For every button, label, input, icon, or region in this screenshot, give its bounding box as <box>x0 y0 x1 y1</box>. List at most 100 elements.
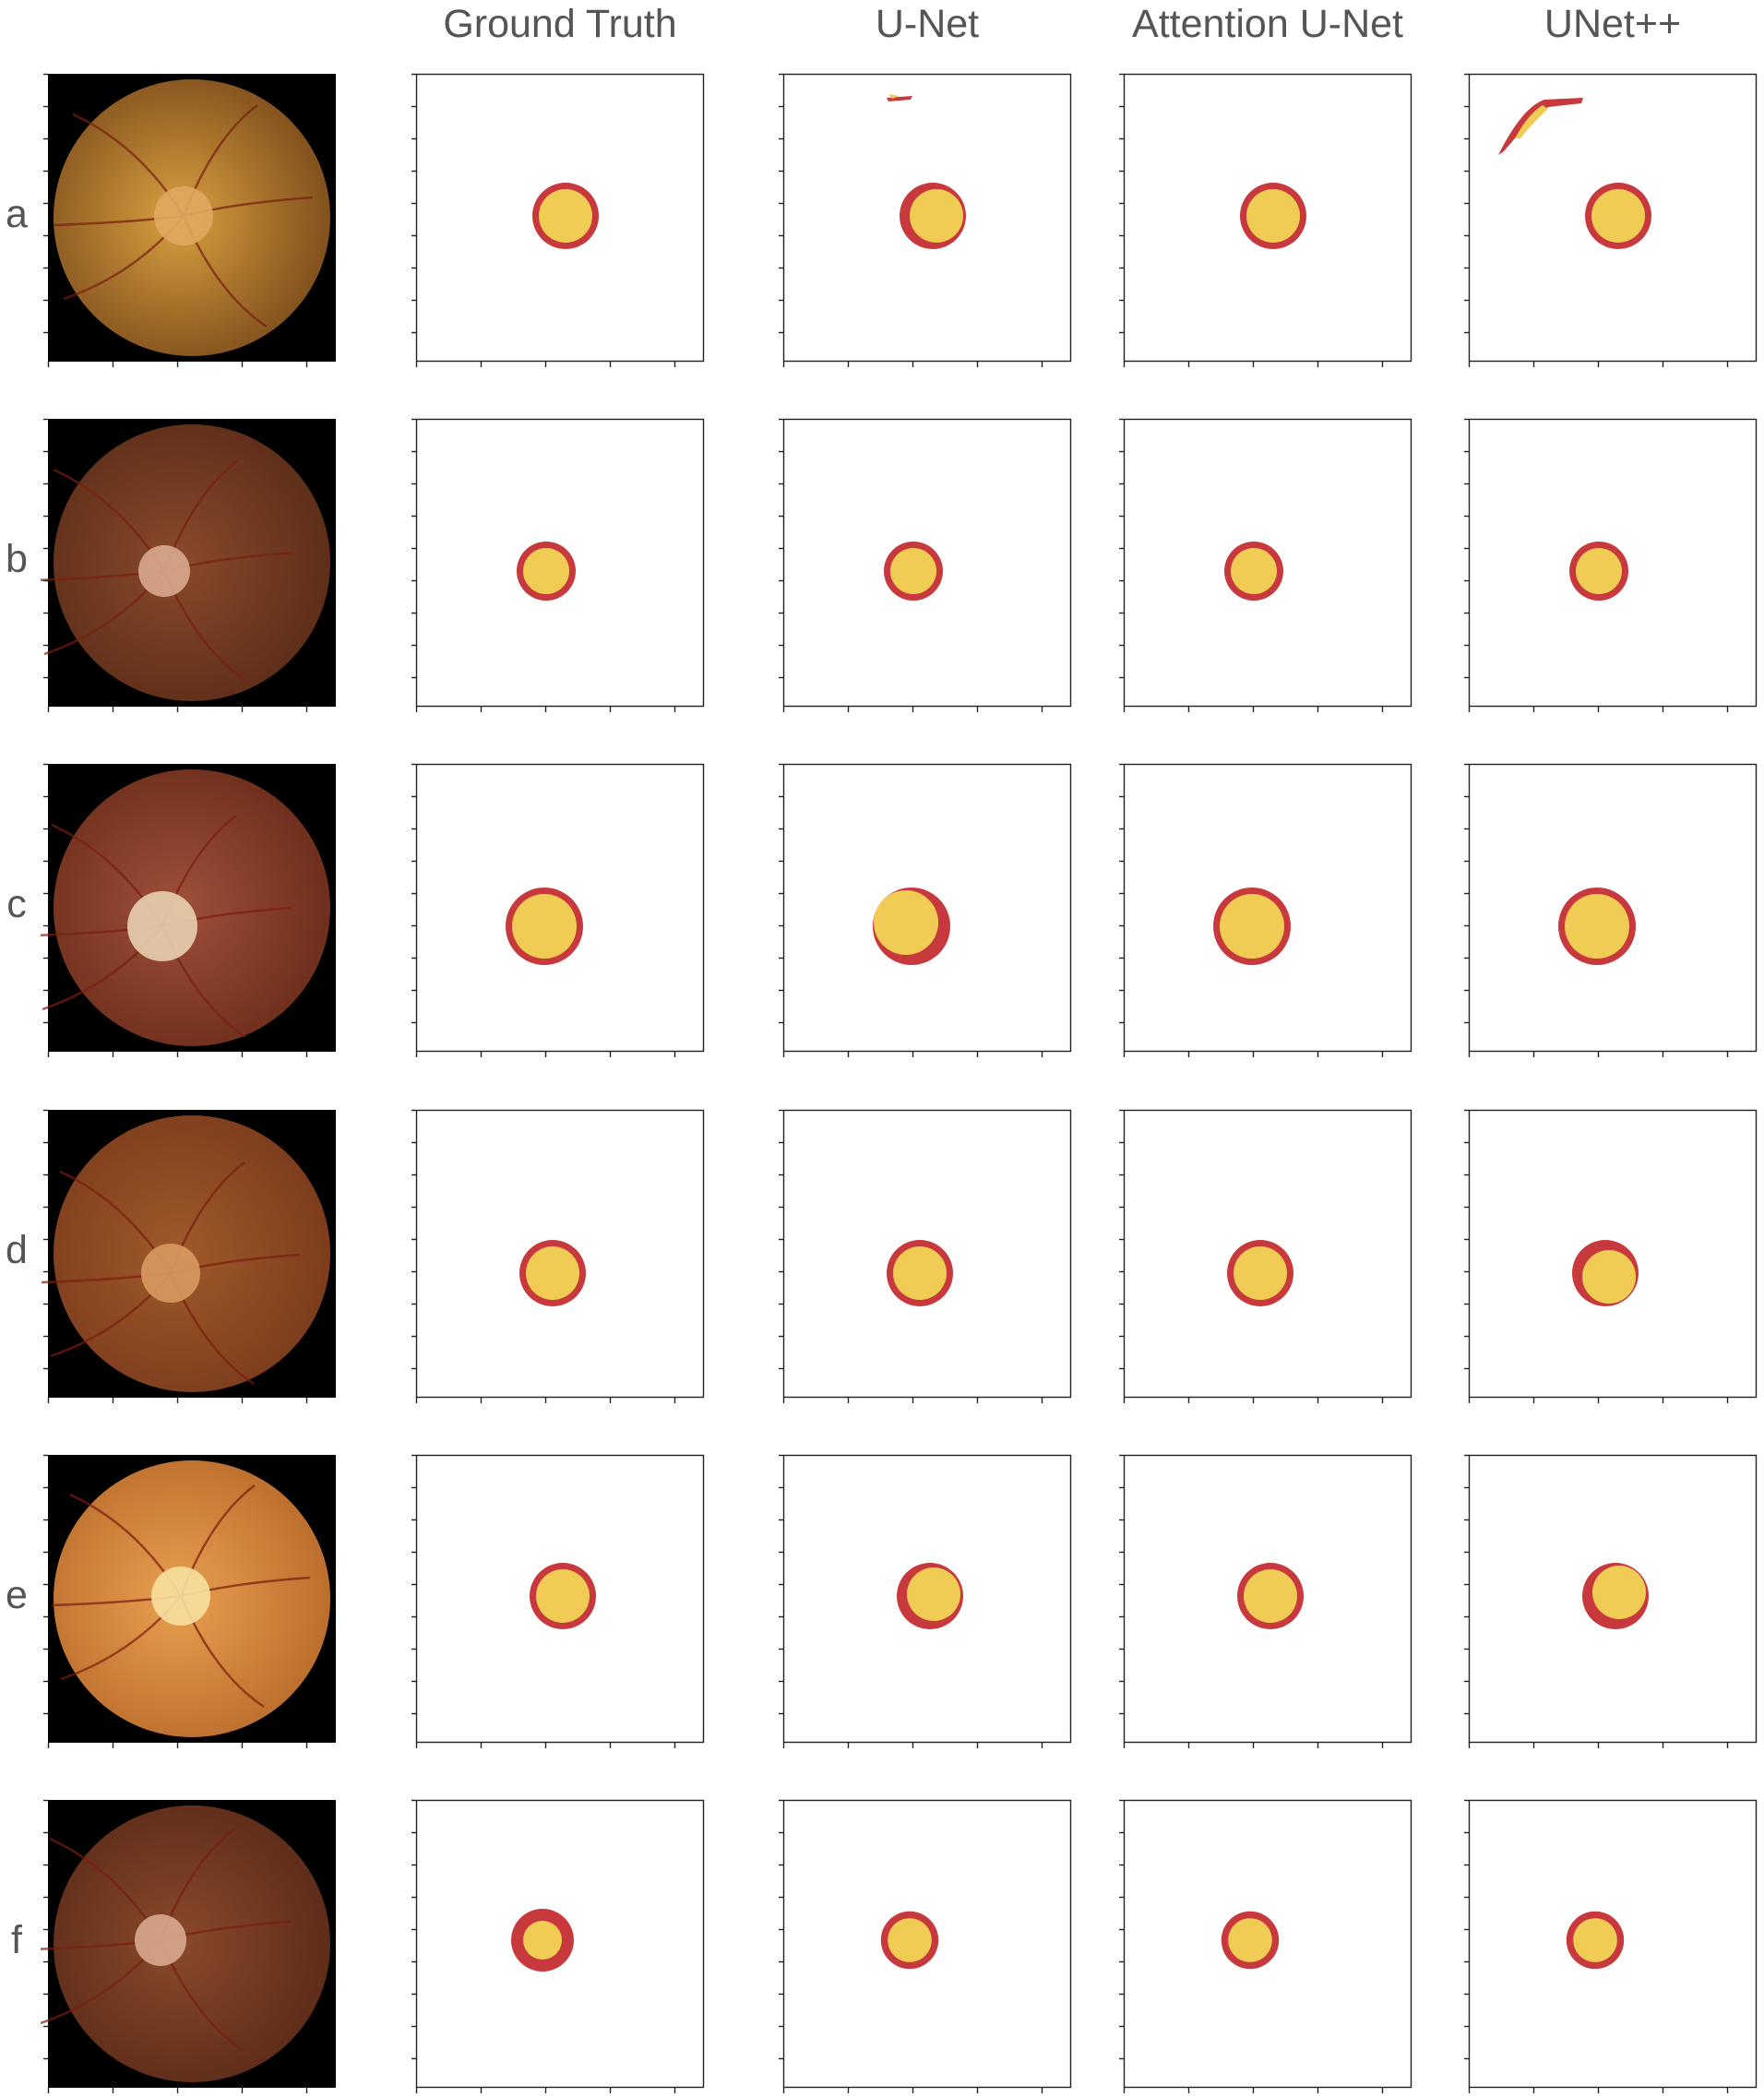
axis-ticks <box>1119 1109 1384 1403</box>
axis-ticks <box>779 73 1043 367</box>
row-label-b: b <box>6 537 28 581</box>
mask-panel-unet-e <box>779 1454 1072 1748</box>
column-header-unetpp: UNet++ <box>1544 2 1682 46</box>
cup-mask <box>1576 548 1622 594</box>
axis-ticks <box>1464 73 1729 367</box>
mask-panel-unet-b <box>779 418 1072 712</box>
cup-mask <box>910 189 963 243</box>
axis-ticks <box>1464 418 1729 712</box>
mask-panel-unetpp-d <box>1464 1109 1758 1403</box>
axis-ticks <box>43 1109 308 1403</box>
cup-mask <box>1231 548 1277 594</box>
mask-panel-att-b <box>1119 418 1412 712</box>
axis-ticks <box>411 763 676 1057</box>
fundus-image-c <box>41 763 336 1057</box>
axis-ticks <box>411 1799 676 2093</box>
cup-mask <box>539 189 592 243</box>
axis-ticks <box>1119 73 1384 367</box>
axis-ticks <box>779 1799 1043 2093</box>
row-label-c: c <box>6 882 27 926</box>
optic-disc <box>141 1244 200 1303</box>
cup-mask <box>526 1246 579 1300</box>
axis-ticks <box>1464 1109 1729 1403</box>
mask-panel-unet-c <box>779 763 1072 1057</box>
optic-disc <box>135 1914 186 1966</box>
retina <box>54 1805 330 2082</box>
mask-panel-unetpp-b <box>1464 418 1758 712</box>
mask-panel-att-d <box>1119 1109 1412 1403</box>
axis-ticks <box>43 1799 308 2093</box>
axis-ticks <box>1119 1454 1384 1748</box>
false-positive-cup-artifact <box>1515 105 1548 138</box>
mask-panel-unetpp-f <box>1464 1799 1758 2093</box>
axis-ticks <box>1464 1799 1729 2093</box>
column-header-att: Attention U-Net <box>1132 2 1403 46</box>
mask-panel-att-f <box>1119 1799 1412 2093</box>
axis-ticks <box>43 1454 308 1748</box>
cup-mask <box>536 1569 590 1623</box>
axis-ticks <box>779 1454 1043 1748</box>
mask-panel-att-e <box>1119 1454 1412 1748</box>
cup-mask <box>874 890 938 955</box>
cup-mask <box>1573 1918 1617 1962</box>
mask-panel-unet-d <box>779 1109 1072 1403</box>
fundus-image-f <box>41 1799 336 2093</box>
fundus-image-a <box>43 73 336 367</box>
row-label-a: a <box>6 192 28 236</box>
axis-ticks <box>1119 418 1384 712</box>
axis-ticks <box>43 418 308 712</box>
fundus-image-e <box>43 1454 336 1748</box>
axis-ticks <box>43 763 308 1057</box>
axis-ticks <box>1464 1454 1729 1748</box>
cup-mask <box>1565 894 1629 959</box>
cup-mask <box>888 1918 932 1962</box>
axis-ticks <box>779 418 1043 712</box>
axis-ticks <box>1119 1799 1384 2093</box>
mask-panel-gt-b <box>411 418 705 712</box>
axis-ticks <box>411 73 676 367</box>
cup-mask <box>1591 189 1645 243</box>
axis-ticks <box>411 1109 676 1403</box>
cup-mask <box>1234 1246 1287 1300</box>
row-label-e: e <box>6 1573 28 1617</box>
mask-panel-unetpp-a <box>1464 73 1758 367</box>
mask-panel-gt-a <box>411 73 705 367</box>
column-header-unet: U-Net <box>875 2 980 46</box>
fundus-image-d <box>41 1109 336 1403</box>
axis-ticks <box>1119 763 1384 1057</box>
mask-panel-unetpp-c <box>1464 763 1758 1057</box>
column-header-gt: Ground Truth <box>443 2 677 46</box>
row-label-d: d <box>6 1228 28 1272</box>
mask-panel-unet-f <box>779 1799 1072 2093</box>
mask-panel-unetpp-e <box>1464 1454 1758 1748</box>
cup-mask <box>1220 894 1284 959</box>
false-positive-cup-artifact <box>888 94 900 99</box>
axis-ticks <box>779 763 1043 1057</box>
cup-mask <box>523 548 569 594</box>
cup-mask <box>1246 189 1300 243</box>
axis-ticks <box>43 73 308 367</box>
optic-disc <box>138 545 190 597</box>
cup-mask <box>1582 1250 1636 1304</box>
cup-mask <box>523 1921 562 1960</box>
optic-disc <box>151 1567 210 1626</box>
fundus-image-b <box>41 418 336 712</box>
mask-panel-gt-c <box>411 763 705 1057</box>
mask-panel-att-a <box>1119 73 1412 367</box>
cup-mask <box>893 1246 947 1300</box>
panel-frame <box>1123 763 1412 1053</box>
cup-mask <box>890 548 936 594</box>
cup-mask <box>907 1567 960 1621</box>
mask-panel-gt-f <box>411 1799 705 2093</box>
axis-ticks <box>411 1454 676 1748</box>
mask-panel-gt-d <box>411 1109 705 1403</box>
cup-mask <box>512 894 577 959</box>
optic-disc <box>154 186 213 245</box>
axis-ticks <box>1464 763 1729 1057</box>
optic-disc <box>127 891 197 961</box>
cup-mask <box>1244 1569 1297 1623</box>
mask-panel-att-c <box>1119 763 1412 1057</box>
row-label-f: f <box>11 1918 22 1962</box>
mask-panel-unet-a <box>779 73 1072 367</box>
